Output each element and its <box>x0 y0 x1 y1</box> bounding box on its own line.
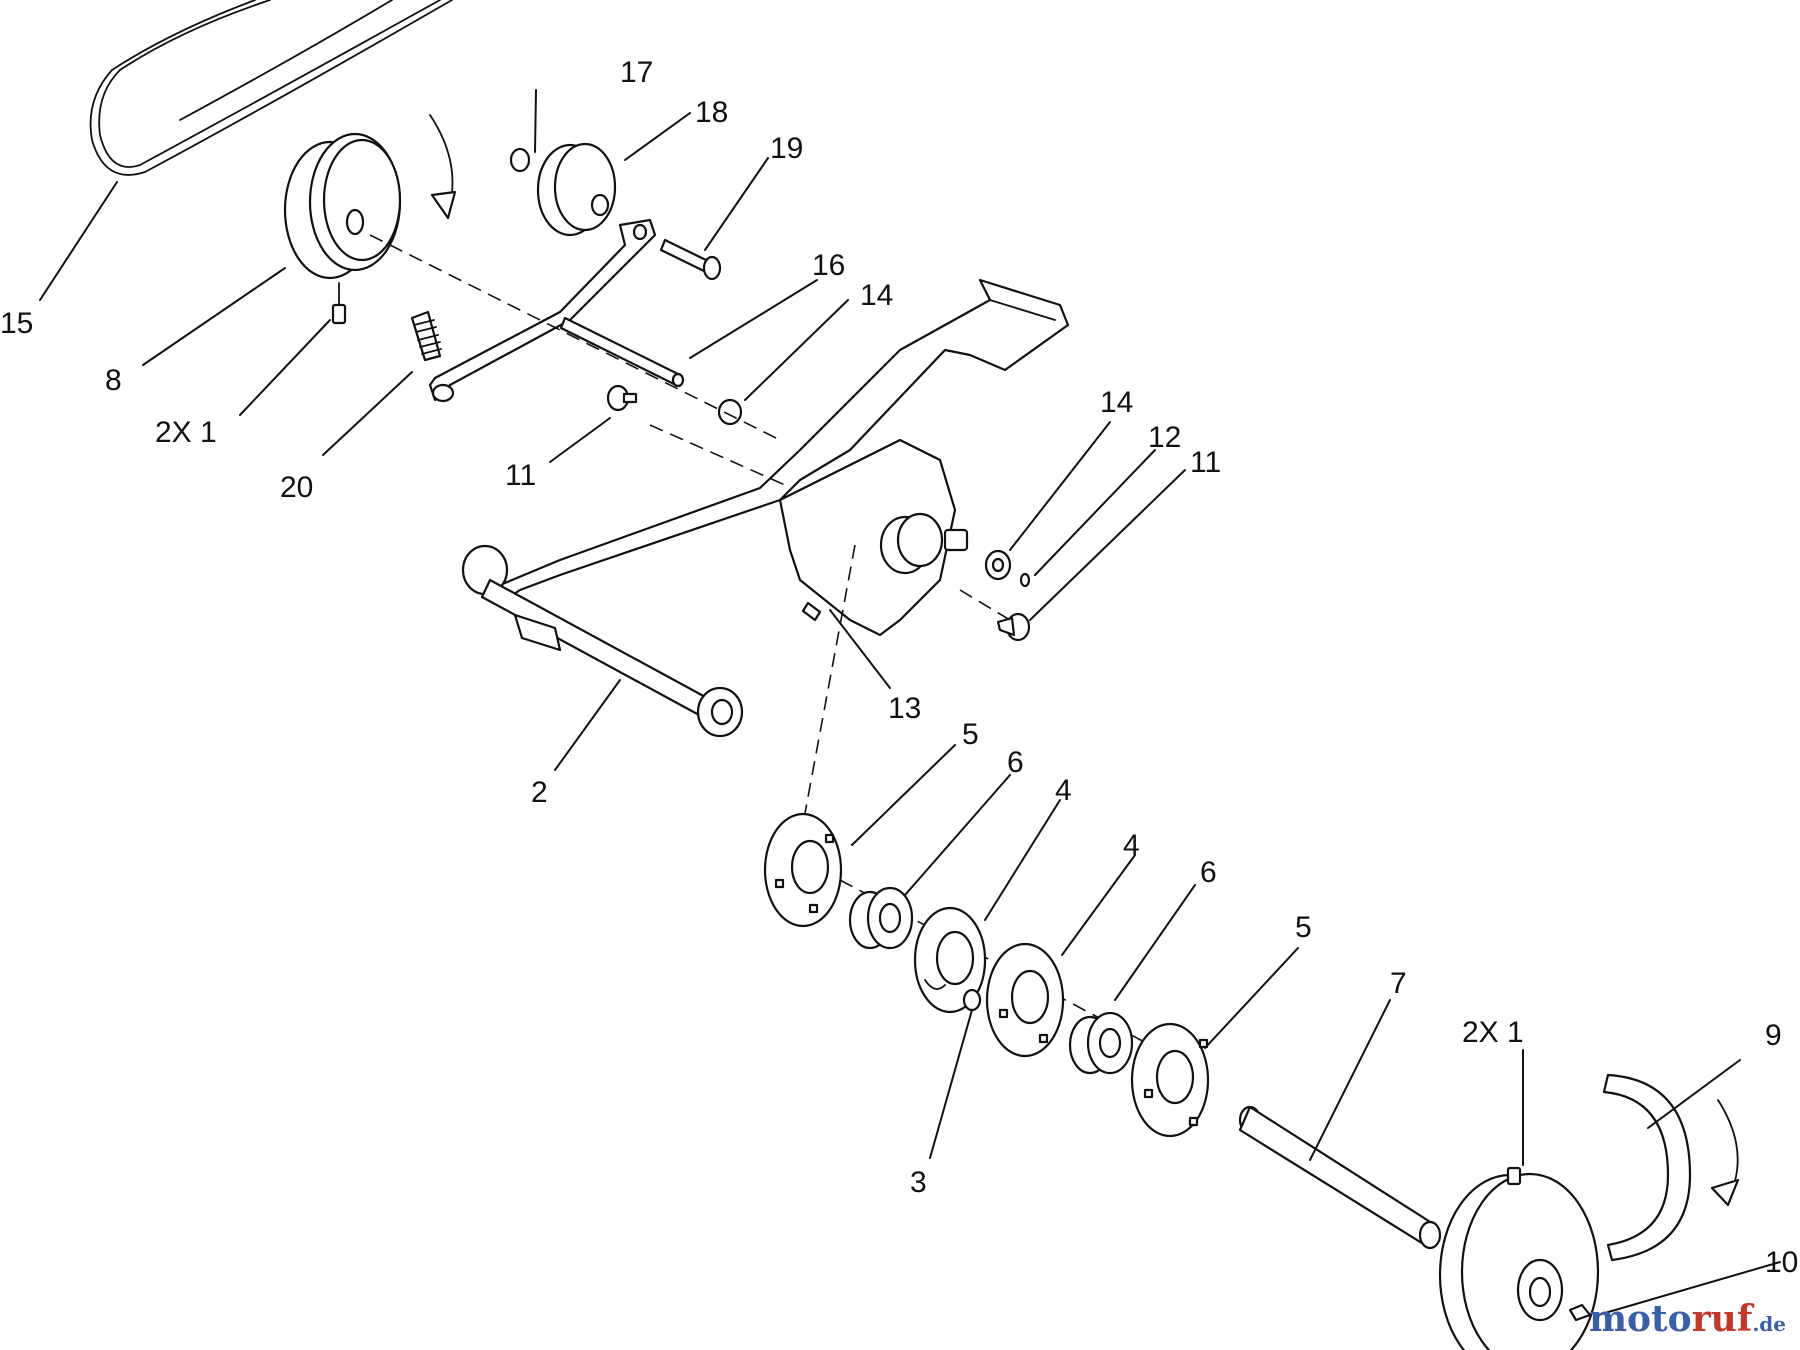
watermark-logo: motoruf.de <box>1589 1298 1786 1340</box>
pivot-rod-part <box>559 316 685 388</box>
rotation-arrow-icon <box>1710 1099 1740 1207</box>
shoulder-bolt-part <box>606 384 638 412</box>
callout-14-right: 14 <box>1100 386 1133 419</box>
driven-pulley-part <box>1438 1172 1600 1350</box>
set-screw-part <box>331 282 347 325</box>
callout-5-lower: 5 <box>1295 911 1312 944</box>
washer-part <box>984 549 1012 581</box>
carriage-bolt-part <box>996 612 1031 642</box>
callout-19: 19 <box>770 132 803 165</box>
callout-5-upper: 5 <box>962 718 979 751</box>
key-part <box>1568 1303 1592 1322</box>
flange-collar-part <box>913 906 987 1014</box>
watermark-part2: ruf <box>1691 1298 1753 1340</box>
set-screw-part <box>1506 1166 1522 1186</box>
spring-part <box>410 310 442 362</box>
alignment-line <box>369 234 781 441</box>
lock-nut-part <box>962 988 982 1012</box>
callout-17: 17 <box>620 56 653 89</box>
callout-7: 7 <box>1390 967 1407 1000</box>
lever-frame-part <box>498 278 1070 637</box>
bearing-part <box>1068 1011 1134 1075</box>
bolt-part <box>659 238 722 281</box>
callout-11-right: 11 <box>1190 446 1221 479</box>
idler-pulley-part <box>536 142 617 237</box>
callout-15: 15 <box>0 307 33 340</box>
callout-2x1-top: 2X 1 <box>155 416 217 449</box>
bearing-part <box>848 886 914 950</box>
drive-pulley-part <box>283 132 402 280</box>
spacer-part <box>717 398 743 426</box>
callout-3: 3 <box>910 1166 927 1199</box>
callout-4-lower: 4 <box>1123 829 1140 862</box>
callout-6-lower: 6 <box>1200 856 1217 889</box>
callout-11-top: 11 <box>505 459 536 492</box>
callout-18: 18 <box>695 96 728 129</box>
callout-labels: 15 17 18 19 8 2X 1 20 16 14 11 14 12 11 … <box>0 56 1798 1279</box>
watermark-part3: .de <box>1752 1312 1786 1336</box>
callout-6-upper: 6 <box>1007 746 1024 779</box>
callout-13: 13 <box>888 692 921 725</box>
belt-guide-part <box>1602 1073 1692 1262</box>
alignment-line <box>959 589 1011 621</box>
belt-part <box>89 0 453 176</box>
idler-arm-part <box>428 218 657 403</box>
watermark-part1: moto <box>1588 1298 1692 1340</box>
callout-2x1-bottom: 2X 1 <box>1462 1016 1524 1049</box>
axle-part <box>461 544 744 738</box>
nut-part <box>509 147 531 173</box>
alignment-line <box>649 424 786 486</box>
alignment-line <box>799 544 856 841</box>
callout-14-top: 14 <box>860 279 893 312</box>
grease-fitting-part <box>801 601 822 622</box>
callout-8: 8 <box>105 364 122 397</box>
callout-16: 16 <box>812 249 845 282</box>
callout-4-upper: 4 <box>1055 774 1072 807</box>
callout-10: 10 <box>1765 1246 1798 1279</box>
flange-plate-part <box>763 812 843 928</box>
callout-20: 20 <box>280 471 313 504</box>
clip-part <box>1019 572 1031 588</box>
callout-2: 2 <box>531 776 548 809</box>
rotation-arrow-icon <box>429 114 457 220</box>
flange-plate-part <box>1130 1022 1210 1138</box>
leader-lines <box>39 89 1781 1316</box>
flange-plate-part <box>985 942 1065 1058</box>
callout-12: 12 <box>1148 421 1181 454</box>
shaft-part <box>1238 1105 1442 1250</box>
callout-9: 9 <box>1765 1019 1782 1052</box>
